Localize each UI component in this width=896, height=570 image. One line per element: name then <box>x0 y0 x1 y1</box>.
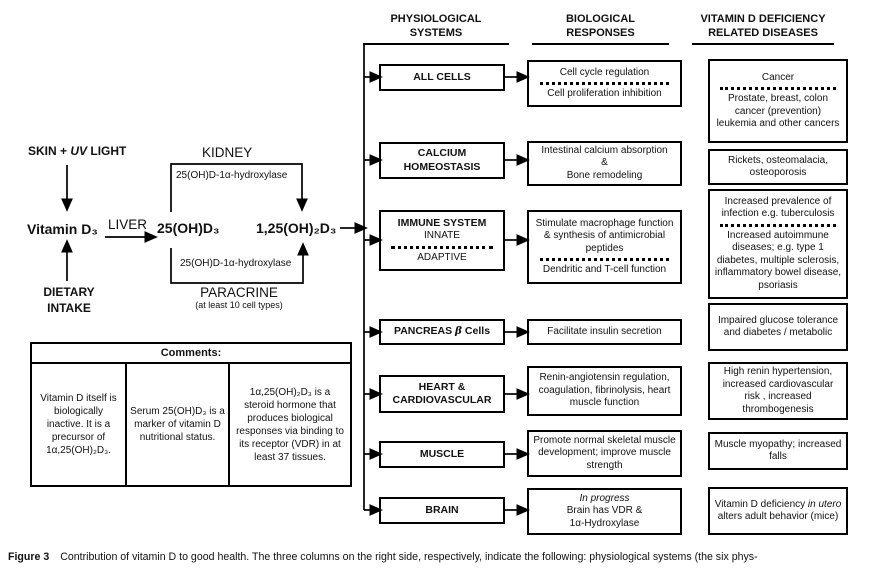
system-sublabel-adaptive: ADAPTIVE <box>417 251 467 263</box>
comments-columns: Vitamin D itself is biologically inactiv… <box>32 364 350 485</box>
comment-cell-3: 1α,25(OH)₂D₃ is a steroid hormone that p… <box>236 386 344 463</box>
figure-caption-label: Figure 3 <box>8 551 50 563</box>
response-text: Dendritic and T-cell function <box>542 264 667 275</box>
label-part: Cells <box>462 325 491 338</box>
dotted-divider <box>390 245 494 249</box>
comment-cell-2: Serum 25(OH)D₃ is a marker of vitamin D … <box>125 364 230 485</box>
label-part: SKIN + <box>28 144 71 158</box>
response-text-italic: In progress <box>579 492 630 504</box>
system-box-calcium: CALCIUM HOMEOSTASIS <box>379 142 505 179</box>
comments-table: Comments: Vitamin D itself is biological… <box>30 342 352 487</box>
header-line: RESPONSES <box>566 27 635 40</box>
comments-header: Comments: <box>32 344 350 364</box>
response-text: Renin-angiotensin regulation, coagulatio… <box>538 372 671 409</box>
header-biological-responses: BIOLOGICAL RESPONSES <box>532 12 669 46</box>
response-text: Cell cycle regulation <box>559 66 650 78</box>
label-part: alters adult behavior (mice) <box>717 511 839 522</box>
label-hydroxylase-paracrine: 25(OH)D-1α-hydroxylase <box>180 258 292 269</box>
disease-box-glucose: Impaired glucose tolerance and diabetes … <box>708 303 848 351</box>
header-line: BIOLOGICAL <box>565 13 636 25</box>
dotted-divider <box>720 223 836 227</box>
response-text: Intestinal calcium absorption <box>541 144 668 156</box>
header-line: RELATED DISEASES <box>708 27 818 40</box>
response-box-brain: In progress Brain has VDR & 1α-Hydroxyla… <box>527 488 682 535</box>
response-text: & <box>601 157 608 169</box>
system-sublabel-innate: INNATE <box>424 230 460 242</box>
response-text: 1α-Hydroxylase <box>569 517 640 529</box>
response-text: Bone remodeling <box>566 169 643 181</box>
label-25ohd3: 25(OH)D₃ <box>157 220 220 236</box>
disease-text: Increased prevalence of infection e.g. t… <box>721 195 835 220</box>
system-label: IMMUNE SYSTEM <box>397 216 487 229</box>
label-part: LIGHT <box>87 144 127 158</box>
label-dietary-intake: DIETARY INTAKE <box>38 285 100 316</box>
comment-cell-1: Vitamin D itself is biologically inactiv… <box>40 393 117 456</box>
system-box-heart: HEART & CARDIOVASCULAR <box>379 375 505 413</box>
system-label: ALL CELLS <box>413 70 471 83</box>
system-label: PANCREAS β Cells <box>394 325 490 338</box>
response-box-calcium: Intestinal calcium absorption & Bone rem… <box>527 141 682 186</box>
label-1-25ohd3: 1,25(OH)₂D₃ <box>256 220 337 236</box>
label-kidney: KIDNEY <box>202 145 253 160</box>
response-box-immune: Stimulate macrophage function & synthesi… <box>527 210 682 284</box>
label-line: INTAKE <box>47 300 91 315</box>
label-vitamin-d3: Vitamin D₃ <box>27 221 98 237</box>
figure-caption: Figure 3 Contribution of vitamin D to goo… <box>8 551 894 563</box>
system-label: HEART & CARDIOVASCULAR <box>392 380 492 406</box>
response-text: Stimulate macrophage function & synthesi… <box>535 217 674 254</box>
response-box-pancreas: Facilitate insulin secretion <box>527 319 682 345</box>
label-paracrine: PARACRINE (at least 10 cell types) <box>180 285 298 310</box>
response-text: Promote normal skeletal muscle developme… <box>533 434 676 471</box>
figure-caption-text: Contribution of vitamin D to good health… <box>60 551 758 563</box>
label-liver: LIVER <box>108 217 148 232</box>
system-box-brain: BRAIN <box>379 497 505 524</box>
header-line: PHYSIOLOGICAL <box>390 13 482 25</box>
disease-text: Increased autoimmune diseases; e.g. type… <box>714 229 842 291</box>
disease-box-infection-autoimmune: Increased prevalence of infection e.g. t… <box>708 189 848 299</box>
response-box-heart: Renin-angiotensin regulation, coagulatio… <box>527 366 682 416</box>
disease-box-utero: Vitamin D deficiency in utero alters adu… <box>708 487 848 535</box>
response-text: Facilitate insulin secretion <box>547 325 662 337</box>
disease-box-hypertension: High renin hypertension, increased cardi… <box>708 362 848 420</box>
disease-text: Cancer <box>761 71 795 83</box>
label-part: PANCREAS <box>393 325 456 338</box>
header-line: VITAMIN D DEFICIENCY <box>700 13 826 25</box>
disease-text: Prostate, breast, colon cancer (preventi… <box>716 93 840 129</box>
disease-text: Impaired glucose tolerance and diabetes … <box>717 314 839 339</box>
system-label: BRAIN <box>425 503 459 516</box>
header-physiological-systems: PHYSIOLOGICAL SYSTEMS <box>363 12 509 46</box>
label-hydroxylase-kidney: 25(OH)D-1α-hydroxylase <box>176 170 288 181</box>
label-line: DIETARY <box>43 285 95 299</box>
response-box-muscle: Promote normal skeletal muscle developme… <box>527 430 682 477</box>
system-box-muscle: MUSCLE <box>379 441 505 468</box>
dotted-divider <box>540 258 669 261</box>
system-label: CALCIUM HOMEOSTASIS <box>403 147 481 173</box>
dotted-divider <box>720 87 836 90</box>
label-skin-uv-light: SKIN + UV LIGHT <box>28 144 126 158</box>
label-part: Vitamin D deficiency <box>714 498 808 510</box>
disease-text: High renin hypertension, increased cardi… <box>722 366 834 415</box>
dotted-divider <box>540 82 669 85</box>
disease-text: Rickets, osteomalacia, osteoporosis <box>727 154 829 179</box>
header-line: SYSTEMS <box>409 27 463 40</box>
beta-symbol: β <box>455 325 463 338</box>
label-uv-italic: UV <box>70 144 88 158</box>
system-box-pancreas: PANCREAS β Cells <box>379 319 505 345</box>
in-utero-italic: in utero <box>807 498 842 510</box>
response-text: Brain has VDR & <box>566 505 643 517</box>
disease-box-myopathy: Muscle myopathy; increased falls <box>708 432 848 470</box>
paracrine-title: PARACRINE <box>200 285 278 300</box>
system-label: MUSCLE <box>419 447 465 460</box>
disease-box-cancer: Cancer Prostate, breast, colon cancer (p… <box>708 59 848 143</box>
system-box-all-cells: ALL CELLS <box>379 64 505 91</box>
response-box-all-cells: Cell cycle regulation Cell proliferation… <box>527 60 682 107</box>
disease-box-rickets: Rickets, osteomalacia, osteoporosis <box>708 149 848 185</box>
response-text: Cell proliferation inhibition <box>547 88 662 99</box>
disease-text: Muscle myopathy; increased falls <box>714 438 842 463</box>
system-box-immune: IMMUNE SYSTEM INNATE ADAPTIVE <box>379 210 505 271</box>
disease-text: Vitamin D deficiency in utero alters adu… <box>714 499 842 524</box>
paracrine-note: (at least 10 cell types) <box>195 300 283 310</box>
header-deficiency-diseases: VITAMIN D DEFICIENCY RELATED DISEASES <box>692 12 834 46</box>
